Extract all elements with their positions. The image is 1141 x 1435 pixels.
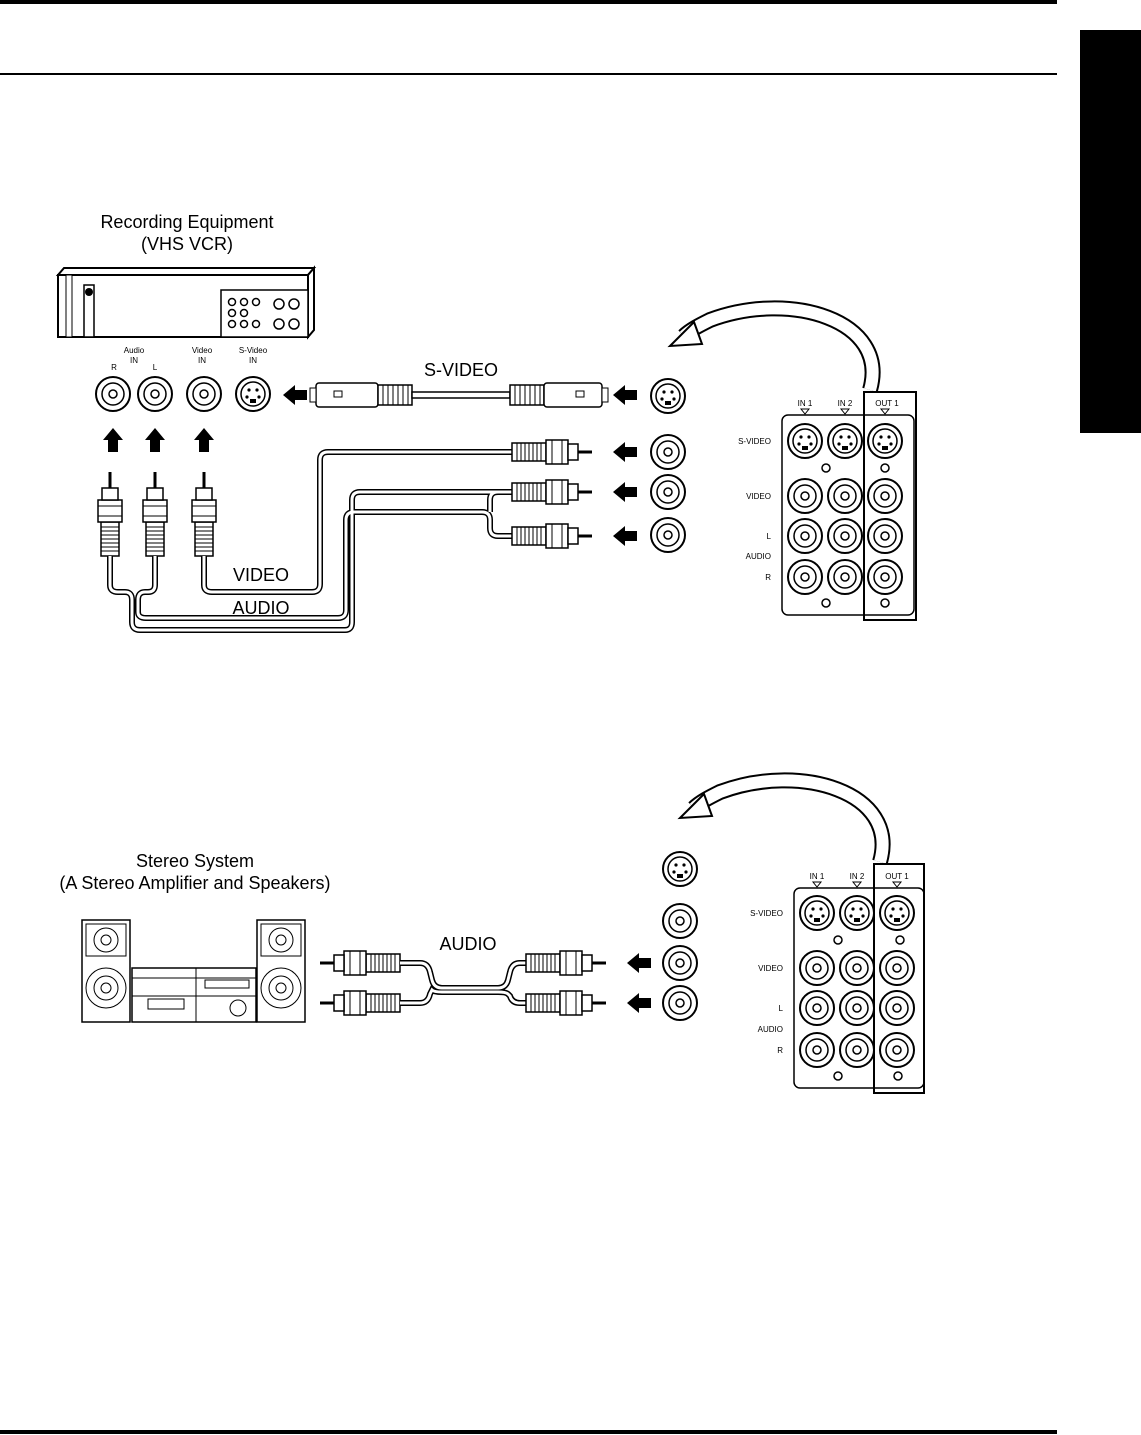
video-plug-right <box>512 440 592 464</box>
arrow-left-icon <box>627 953 651 973</box>
panel2-out1-label: OUT 1 <box>885 872 909 881</box>
panel2-audio-label: AUDIO <box>758 1025 783 1034</box>
arrow-up-icon <box>103 428 123 452</box>
out-audio-r-jack-large-2 <box>663 986 697 1020</box>
stereo-audio-cable-label: AUDIO <box>439 934 496 954</box>
stereo-plug-l <box>320 951 400 975</box>
panel2-in1-label: IN 1 <box>810 872 825 881</box>
terminal-panel-2 <box>794 864 924 1093</box>
vcr-audio-l-jack <box>138 377 172 411</box>
recording-equipment-title-line1: Recording Equipment <box>66 211 308 233</box>
vcr-audio-in-label: IN <box>130 356 138 365</box>
arrow-left-icon <box>613 482 637 502</box>
panel1-out1-label: OUT 1 <box>875 399 899 408</box>
vcr-video-label: Video <box>192 346 213 355</box>
recording-equipment-title: Recording Equipment (VHS VCR) <box>66 211 308 255</box>
svideo-cable-label: S-VIDEO <box>424 360 498 380</box>
curved-arrow-icon <box>680 780 883 862</box>
panel2-video-label: VIDEO <box>758 964 783 973</box>
vcr-video-in-label: IN <box>198 356 206 365</box>
out-svideo-jack-large <box>651 379 685 413</box>
vcr-svideo-in-label: IN <box>249 356 257 365</box>
panel2-r-label: R <box>777 1046 783 1055</box>
arrow-up-icon <box>145 428 165 452</box>
out-video-jack-large <box>651 435 685 469</box>
arrow-left-icon <box>613 385 637 405</box>
stereo-system-title-line1: Stereo System <box>40 850 350 872</box>
audio-r-plug-right <box>512 524 592 548</box>
arrow-left-icon <box>283 385 307 405</box>
arrow-left-icon <box>627 993 651 1013</box>
stereo-system-title-line2: (A Stereo Amplifier and Speakers) <box>40 872 350 894</box>
panel1-in2-label: IN 2 <box>838 399 853 408</box>
arrow-left-icon <box>613 526 637 546</box>
arrow-left-icon <box>613 442 637 462</box>
panel1-video-label: VIDEO <box>746 492 771 501</box>
terminal-panel-1 <box>782 392 916 620</box>
audio-l-plug <box>143 472 167 556</box>
panel1-in1-label: IN 1 <box>798 399 813 408</box>
out-audio-l-jack-large-2 <box>663 946 697 980</box>
vcr-audio-r-jack <box>96 377 130 411</box>
audio-l-plug-right <box>512 480 592 504</box>
vcr-r-label: R <box>111 363 117 372</box>
out-audio-r-jack-large <box>651 518 685 552</box>
cables-1 <box>110 452 512 630</box>
vcr-l-label: L <box>153 363 158 372</box>
arrow-up-icon <box>194 428 214 452</box>
vcr-illustration <box>58 268 314 337</box>
stereo-plug-r <box>320 991 400 1015</box>
svideo-cable <box>310 383 608 407</box>
panel1-svideo-label: S-VIDEO <box>738 437 771 446</box>
vcr-svideo-jack <box>236 377 270 411</box>
stereo-plug-right-r <box>526 991 606 1015</box>
stereo-illustration <box>82 920 305 1022</box>
panel1-l-label: L <box>767 532 772 541</box>
vcr-video-jack <box>187 377 221 411</box>
panel1-audio-label: AUDIO <box>746 552 771 561</box>
out-audio-l-jack-large <box>651 475 685 509</box>
vcr-svideo-label: S-Video <box>239 346 268 355</box>
recording-equipment-title-line2: (VHS VCR) <box>66 233 308 255</box>
audio-r-plug <box>98 472 122 556</box>
panel1-r-label: R <box>765 573 771 582</box>
panel2-svideo-label: S-VIDEO <box>750 909 783 918</box>
panel2-l-label: L <box>779 1004 784 1013</box>
audio-cable-label: AUDIO <box>232 598 289 618</box>
curved-arrow-icon <box>670 308 873 390</box>
video-plug <box>192 472 216 556</box>
panel2-in2-label: IN 2 <box>850 872 865 881</box>
stereo-plug-right-l <box>526 951 606 975</box>
video-cable-label: VIDEO <box>233 565 289 585</box>
out-video-jack-large-2 <box>663 904 697 938</box>
vcr-audio-label: Audio <box>124 346 145 355</box>
stereo-system-title: Stereo System (A Stereo Amplifier and Sp… <box>40 850 350 894</box>
out-svideo-jack-large-2 <box>663 852 697 886</box>
